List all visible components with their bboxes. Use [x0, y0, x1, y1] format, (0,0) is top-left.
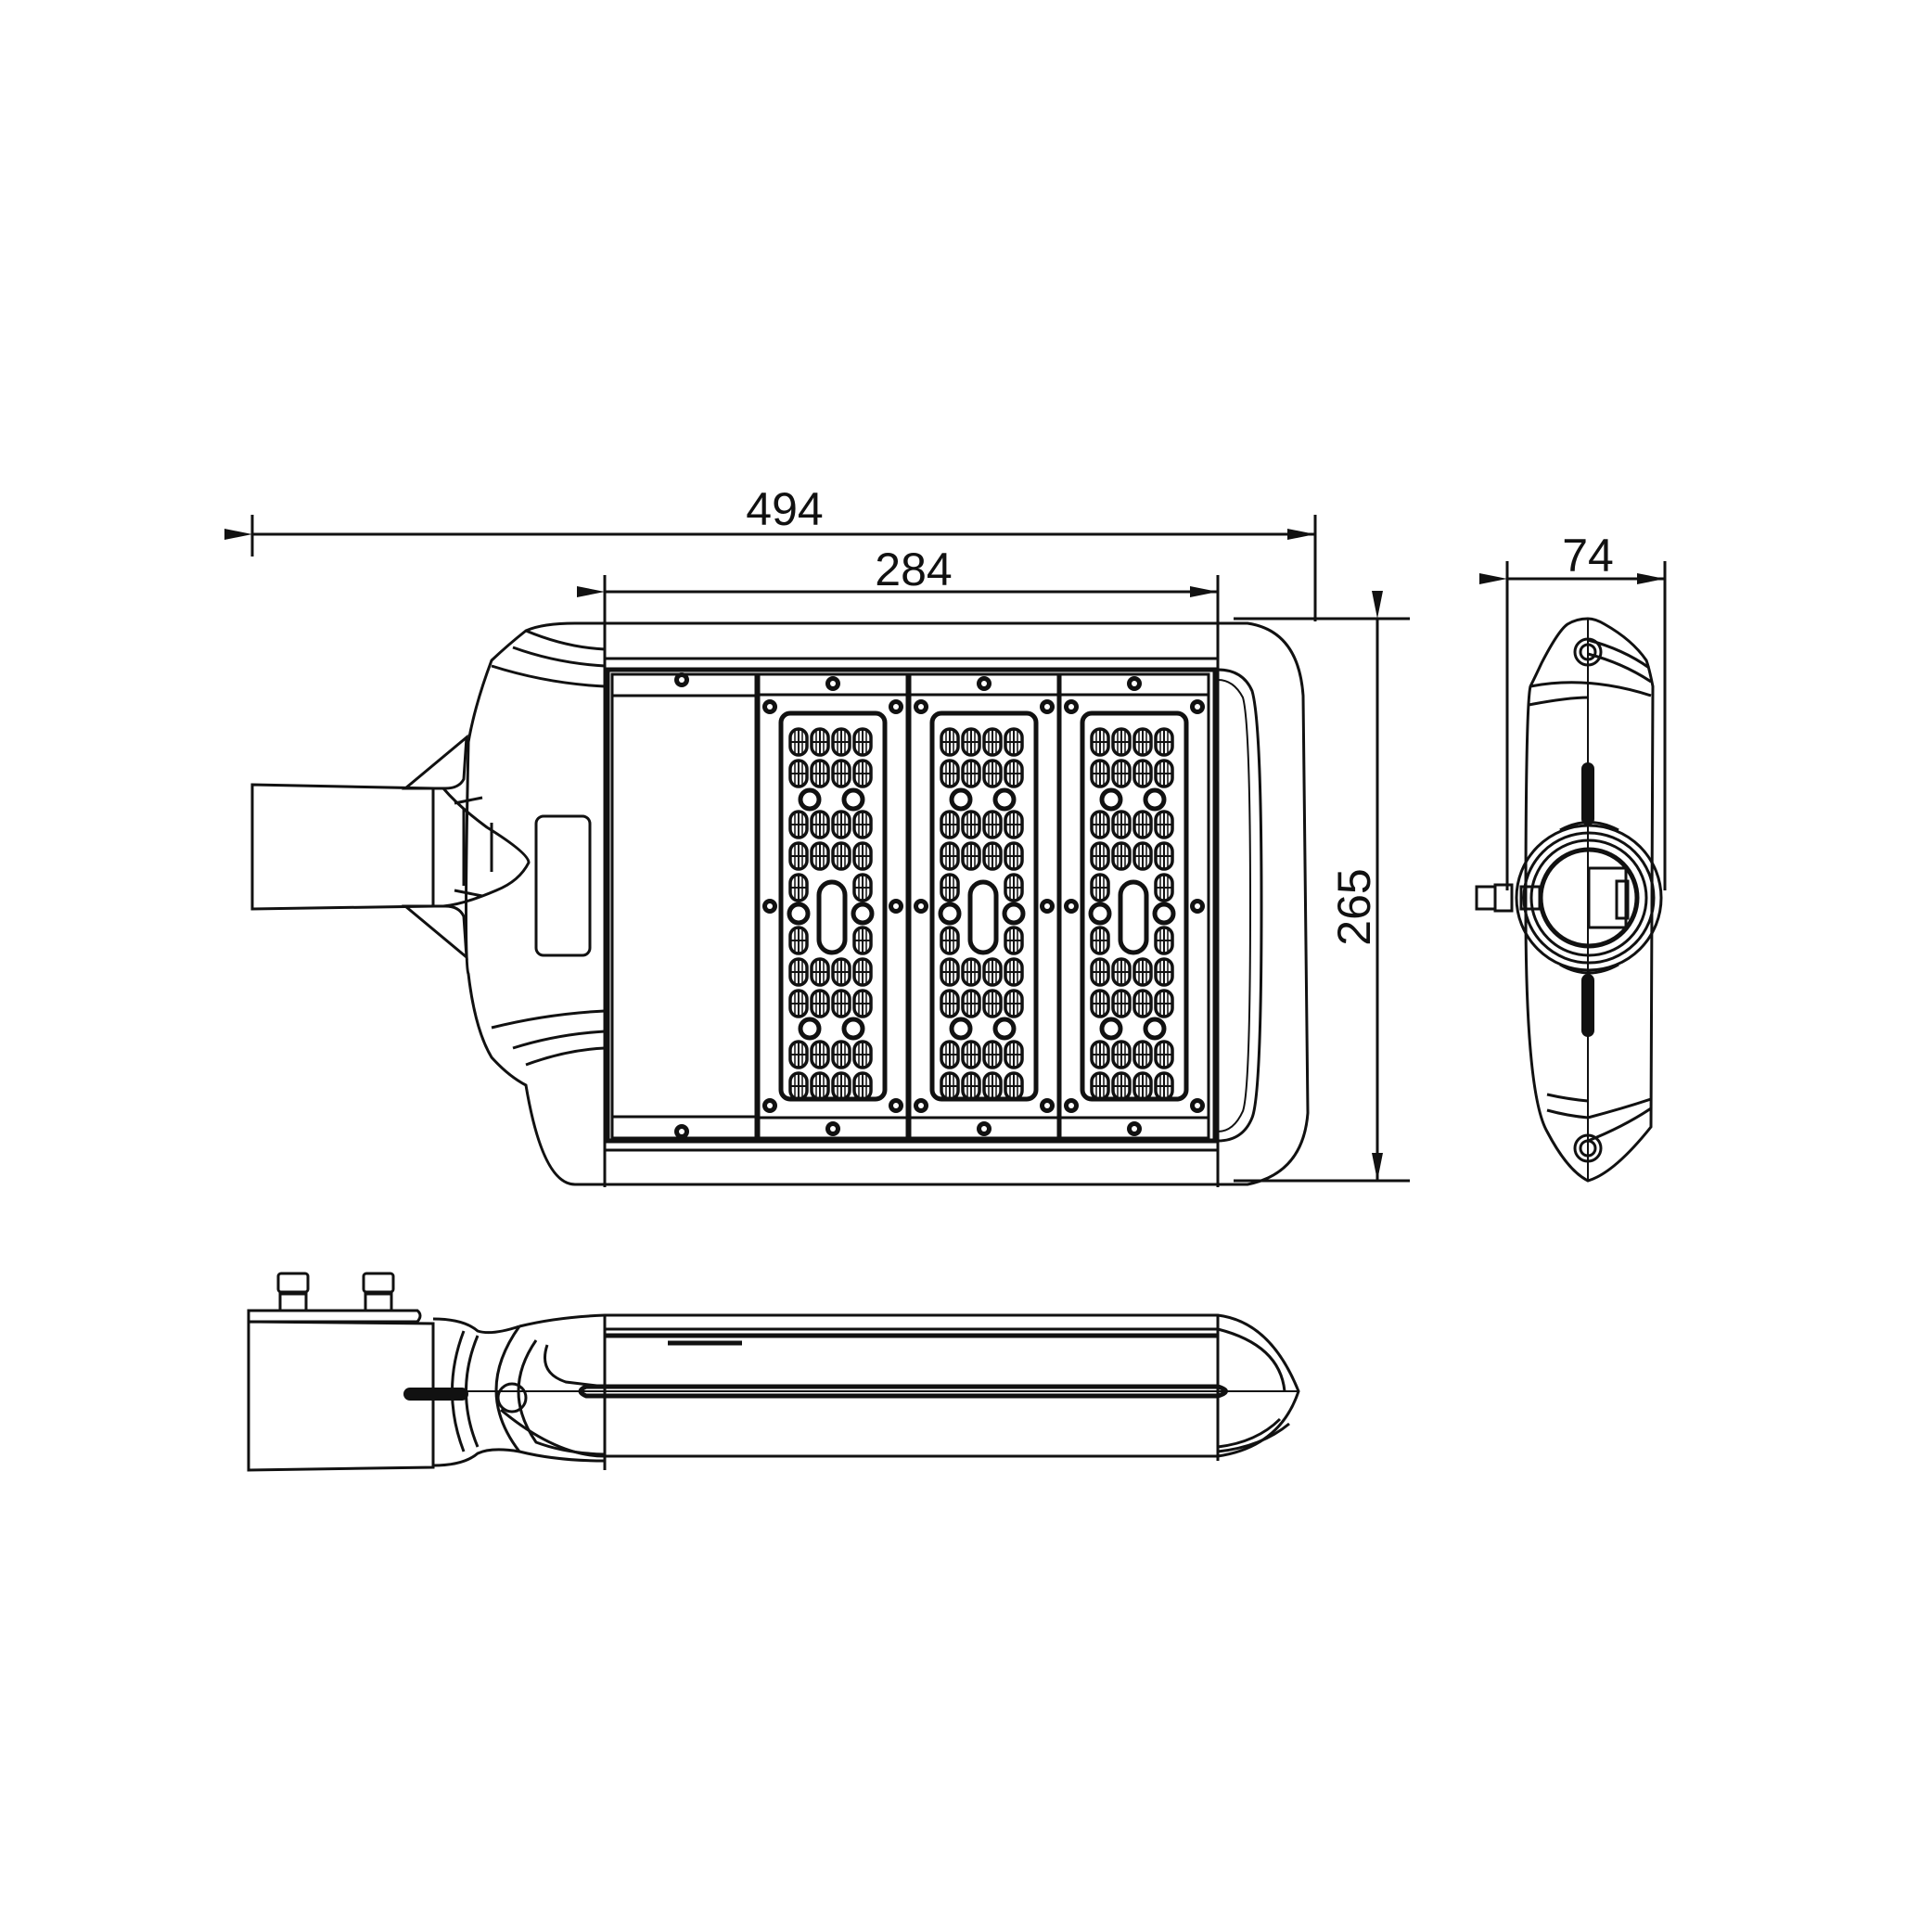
end-view [1475, 617, 1663, 1183]
dimension-label-body-length: 284 [875, 544, 953, 595]
led-module-3 [1060, 674, 1209, 1138]
dimension-label-overall-length: 494 [746, 483, 824, 535]
top-view [250, 621, 1310, 1186]
dimension-overall-length [224, 515, 1317, 621]
screw-bottom-icon [1573, 1133, 1603, 1163]
side-view [247, 1272, 1300, 1472]
dimension-label-depth: 74 [1562, 530, 1614, 582]
led-module-1 [759, 674, 907, 1138]
dimension-label-height: 265 [1328, 868, 1380, 946]
screw-top-icon [1573, 637, 1603, 667]
led-module-2 [910, 674, 1058, 1138]
dimension-depth [1479, 561, 1667, 890]
